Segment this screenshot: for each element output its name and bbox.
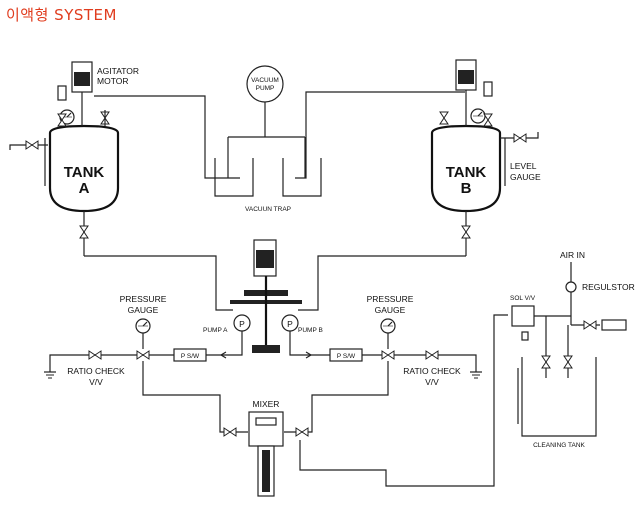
mixer-head <box>248 411 284 447</box>
tank-b-inlet-valve[interactable] <box>513 133 527 143</box>
air-shutoff-valve[interactable] <box>583 320 597 330</box>
cleaning-tank: CLEANING TANK <box>517 357 597 449</box>
ratio-check-right-label-line1: RATIO CHECK <box>403 366 461 376</box>
mixer-inlet-valve-left[interactable] <box>223 427 237 437</box>
agitator-motor-label-line1: AGITATOR <box>97 66 139 76</box>
pump-b-symbol: P <box>287 319 293 329</box>
check-valve-right-icon <box>305 351 313 359</box>
mixer-inlet-valve-right[interactable] <box>295 427 309 437</box>
tank-b-vessel <box>430 124 502 213</box>
agitator-motor-label-line2: MOTOR <box>97 76 128 86</box>
vacuum-trap-label: VACUUN TRAP <box>245 206 291 213</box>
pressure-switch-left-label: P S/W <box>181 353 200 360</box>
pressure-gauge-left-icon <box>135 318 151 334</box>
right-to-mixer-line <box>284 361 389 433</box>
ground-icon-left <box>43 371 57 379</box>
ratio-check-right-line <box>394 354 477 372</box>
pressure-switch-right <box>329 348 363 362</box>
tank-a-label-line2: A <box>79 180 90 197</box>
vacuum-pump: VACUUM PUMP <box>246 65 284 103</box>
vacuum-pump-icon <box>246 65 284 103</box>
three-way-valve-right[interactable] <box>381 350 395 360</box>
ratio-check-left-label-line1: RATIO CHECK <box>67 366 125 376</box>
regulator-icon <box>565 281 577 293</box>
pump-drive-assembly <box>230 239 302 353</box>
air-in-label: AIR IN <box>560 250 585 260</box>
left-to-mixer-line <box>142 361 248 433</box>
tank-b-sensor <box>483 81 493 97</box>
solenoid-valve[interactable] <box>511 305 535 327</box>
mixer: MIXER <box>248 399 284 497</box>
tank-b-inlet-line <box>500 132 539 139</box>
regulator-label: REGULSTOR <box>582 282 635 292</box>
tank-b-label-line1: TANK <box>446 164 487 181</box>
tank-b-vent-valve[interactable] <box>439 111 449 125</box>
pump-b-label: PUMP B <box>298 327 323 334</box>
ratio-check-left-line <box>49 354 137 372</box>
pressure-switch-right-label: P S/W <box>337 353 356 360</box>
cleaning-valve-a[interactable] <box>541 355 551 369</box>
vacuum-pump-line <box>227 102 306 178</box>
pressure-gauge-right-icon <box>380 318 396 334</box>
pressure-gauge-right-label-line2: GAUGE <box>375 305 406 315</box>
tank-b-top-valve[interactable] <box>483 113 493 127</box>
vacuum-trap-left-vessel <box>214 158 254 197</box>
tank-a: TANK A AGITATOR MOTOR <box>9 61 139 213</box>
pressure-gauge-right-label-line1: PRESSURE <box>367 294 414 304</box>
vacuum-trap: VACUUN TRAP <box>214 158 322 213</box>
tank-b-pressure-gauge-icon <box>470 108 486 124</box>
filter-icon <box>601 319 627 331</box>
cleaning-return-line <box>299 314 508 487</box>
cleaning-valve-b[interactable] <box>563 355 573 369</box>
sol-valve-label: SOL V/V <box>510 295 536 302</box>
tank-a-to-pump-a-line <box>84 255 233 311</box>
check-valve-icon <box>219 351 227 359</box>
pressure-switch-left <box>173 348 207 362</box>
ratio-check-valve-right[interactable] <box>425 350 439 360</box>
vacuum-trap-right-vessel <box>282 158 322 197</box>
level-gauge-label-line1: LEVEL <box>510 161 537 171</box>
level-gauge-label-line2: GAUGE <box>510 172 541 182</box>
tank-a-label-line1: TANK <box>64 164 105 181</box>
air-line <box>534 315 600 326</box>
vacuum-pump-label-line1: VACUUM <box>251 77 279 84</box>
tank-a-inlet-valve[interactable] <box>25 140 39 150</box>
agitator-motor-body <box>74 72 90 86</box>
ratio-check-left-label-line2: V/V <box>89 377 103 387</box>
tank-b-to-pump-b-line <box>298 255 466 311</box>
cleaning-tank-vessel <box>521 357 597 437</box>
pump-a-symbol: P <box>239 319 245 329</box>
pump-a-label: PUMP A <box>203 327 228 334</box>
tank-a-outlet-valve[interactable] <box>79 225 89 239</box>
pressure-gauge-left-label-line2: GAUGE <box>128 305 159 315</box>
pump-b: P PUMP B <box>281 314 323 334</box>
mixer-label: MIXER <box>253 399 280 409</box>
tank-b: TANK B LEVEL GAUGE <box>430 59 541 213</box>
pump-a: P PUMP A <box>203 314 251 334</box>
ratio-check-right-label-line2: V/V <box>425 377 439 387</box>
tank-a-sensor <box>57 85 67 101</box>
ratio-check-valve-left[interactable] <box>88 350 102 360</box>
pressure-gauge-left-label-line1: PRESSURE <box>120 294 167 304</box>
vacuum-pump-label-line2: PUMP <box>256 85 275 92</box>
ground-icon-right <box>469 371 483 379</box>
tank-b-outlet-valve[interactable] <box>461 225 471 239</box>
tank-b-label-line2: B <box>461 180 472 197</box>
diagram-title: 이액형 SYSTEM <box>6 6 117 24</box>
tank-b-vacuum-line <box>295 91 465 179</box>
three-way-valve-left[interactable] <box>136 350 150 360</box>
cleaning-tank-label: CLEANING TANK <box>533 442 585 449</box>
tank-a-vessel <box>48 124 120 213</box>
tank-a-vacuum-line <box>94 95 240 179</box>
